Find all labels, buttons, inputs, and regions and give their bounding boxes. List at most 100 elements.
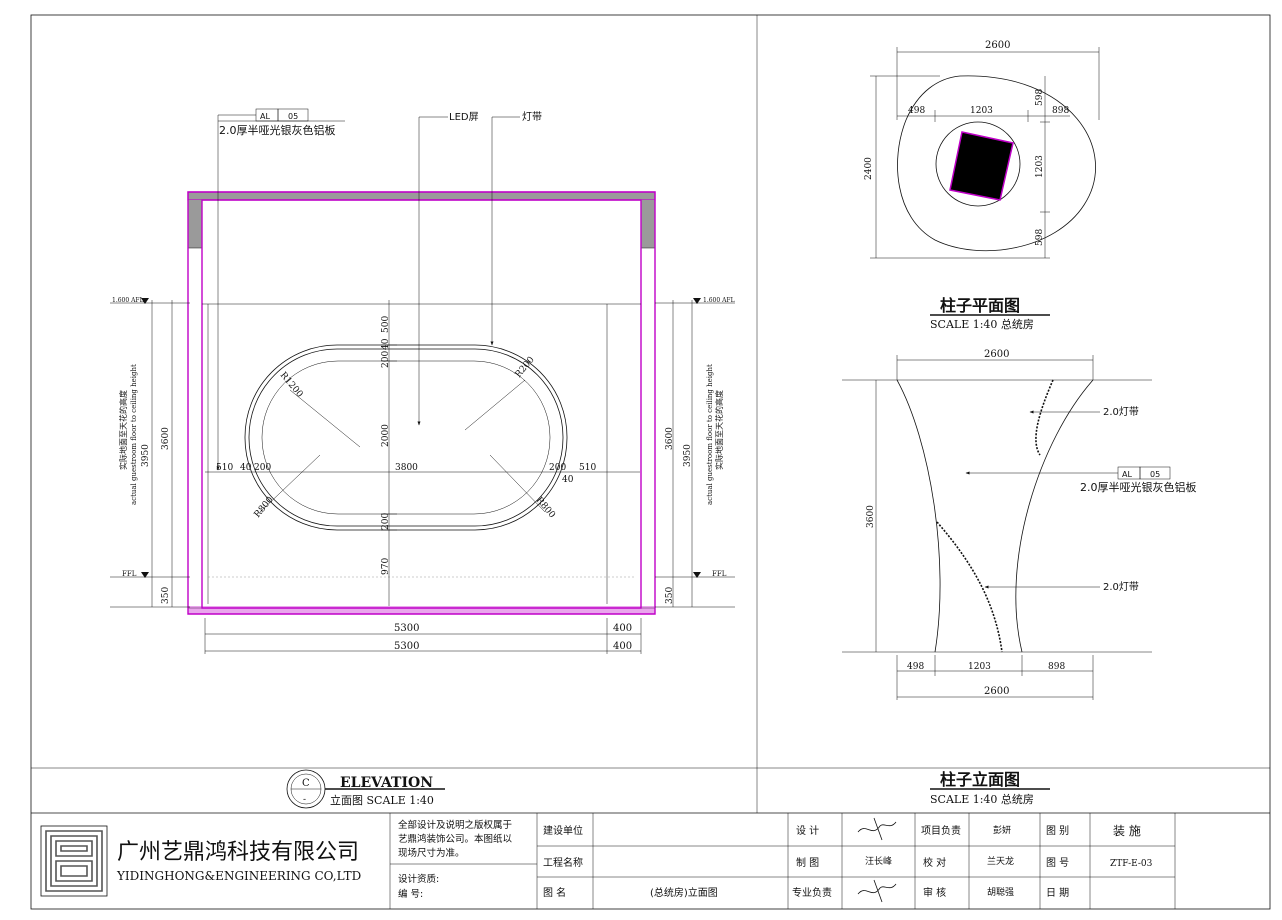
dim-40-left: 40 — [240, 463, 252, 473]
dim-3600-right: 3600 — [665, 427, 675, 450]
dim-510-left: 510 — [216, 463, 233, 473]
plan-dim-1203-v: 1203 — [1035, 155, 1045, 178]
date-label: 日 期 — [1046, 887, 1069, 899]
check-name: 兰天龙 — [987, 855, 1014, 867]
drawing-category: 装 施 — [1113, 824, 1141, 838]
celev-panel-label: 2.0厚半哑光银灰色铝板 — [1080, 480, 1197, 494]
number-label: 图 号 — [1046, 857, 1069, 869]
level-marker-left — [141, 298, 149, 304]
right-wall-hatch — [640, 247, 656, 609]
celev-strip-label-lower: 2.0灯带 — [1103, 581, 1139, 593]
title-block: 广州艺鼎鸿科技有限公司 YIDINGHONG&ENGINEERING CO,LT… — [40, 813, 1176, 909]
notice-line-3: 现场尺寸为准。 — [398, 847, 465, 859]
radius-leader-br — [489, 454, 546, 513]
strip-leader — [490, 116, 520, 346]
celev-dim-2600-bottom: 2600 — [984, 686, 1009, 697]
ceiling-left-drop — [188, 200, 202, 248]
led-frame-inner — [248, 348, 564, 527]
level-top-right: 1.600 AFL — [703, 297, 735, 304]
drawing-name: (总统房)立面图 — [650, 886, 718, 899]
panel-leader — [216, 114, 256, 471]
radius-r800-left: R800 — [253, 495, 276, 520]
plan-dim-498: 498 — [908, 106, 925, 116]
design-label: 设 计 — [796, 824, 819, 837]
column-plan-view: 2600 498 1203 898 2400 598 1203 598 柱子平面… — [864, 40, 1100, 331]
dim-5300-a: 5300 — [394, 623, 419, 634]
celev-dim-1203: 1203 — [968, 662, 991, 672]
project-name-label: 工程名称 — [543, 856, 583, 869]
dim-200-right: 200 — [549, 463, 566, 473]
column-core-square — [949, 131, 1014, 201]
radius-r1200: R1200 — [278, 371, 305, 400]
radius-leader-bl — [259, 454, 321, 513]
room-inner-outline — [201, 199, 642, 609]
designer-signature — [857, 817, 897, 841]
light-strip-upper — [1035, 379, 1054, 456]
dim-200-top: 200 — [381, 351, 391, 368]
plan-subtitle: SCALE 1:40 总统房 — [930, 317, 1034, 331]
ffl-right: FFL — [712, 570, 727, 578]
floor-band — [188, 606, 655, 614]
column-right-edge — [1015, 379, 1094, 653]
height-note-en-right: actual guestroom floor to ceiling height — [706, 364, 714, 505]
column-elevation-view: 2600 3600 498 1203 898 2600 2.0灯带 2.0灯带 … — [842, 349, 1197, 806]
sheet-border — [30, 14, 1271, 910]
elevation-subtitle: 立面图 SCALE 1:40 — [330, 793, 434, 807]
led-screen-edge — [261, 360, 551, 515]
column-left-edge — [896, 379, 941, 653]
left-wall-hatch — [187, 247, 203, 609]
category-label: 图 别 — [1046, 825, 1069, 837]
celev-subtitle: SCALE 1:40 总统房 — [930, 792, 1034, 806]
dim-40-right: 40 — [562, 475, 574, 485]
notice-line-2: 艺鼎鸿装饰公司。本图纸以 — [398, 833, 513, 845]
drafter-name: 汪长峰 — [865, 855, 892, 867]
elevation-view: AL 05 2.0厚半哑光银灰色铝板 LED屏 灯带 500 200 40 20… — [110, 108, 735, 809]
celev-dim-898: 898 — [1048, 662, 1065, 672]
dim-2000: 2000 — [381, 424, 391, 447]
company-logo — [40, 825, 108, 897]
plan-dim-1203: 1203 — [970, 106, 993, 116]
project-lead-name: 彭妍 — [993, 824, 1011, 836]
ceiling-right-drop — [641, 200, 655, 248]
height-note-cn-right: 实际地面至天花的高度 — [714, 390, 724, 470]
radius-leader-tr — [464, 379, 526, 431]
company-name-cn: 广州艺鼎鸿科技有限公司 — [117, 840, 359, 865]
celev-title: 柱子立面图 — [940, 770, 1020, 789]
plan-dim-898: 898 — [1052, 106, 1069, 116]
dim-200-left: 200 — [254, 463, 271, 473]
column-plan-outline — [897, 75, 1096, 252]
section-marker-letter: C — [302, 778, 310, 789]
celev-dim-2600-top: 2600 — [984, 349, 1009, 360]
dim-40-top: 40 — [381, 338, 391, 350]
plan-dim-2400: 2400 — [864, 157, 874, 180]
led-label: LED屏 — [449, 111, 479, 123]
light-strip-lower — [936, 521, 1003, 653]
panel-material-label: 2.0厚半哑光银灰色铝板 — [219, 123, 336, 137]
dim-350-left: 350 — [161, 587, 171, 604]
dim-400-b: 400 — [613, 641, 632, 652]
dim-500: 500 — [381, 316, 391, 333]
led-leader — [417, 116, 448, 426]
ffl-left: FFL — [122, 570, 137, 578]
radius-r800-right: R800 — [534, 496, 557, 521]
drawing-name-label: 图 名 — [543, 886, 566, 899]
celev-al-tag: AL — [1122, 470, 1132, 479]
dim-510-right: 510 — [579, 463, 596, 473]
dim-3800: 3800 — [395, 463, 418, 473]
serial-label: 编 号: — [398, 888, 423, 900]
radius-leader-tl — [289, 389, 361, 448]
room-outline — [187, 191, 656, 615]
celev-strip-label-upper: 2.0灯带 — [1103, 406, 1139, 418]
ceiling-band — [187, 191, 656, 201]
project-lead-label: 项目负责 — [921, 824, 961, 837]
dim-970: 970 — [381, 558, 391, 575]
celev-al-code: 05 — [1150, 470, 1160, 479]
plan-dim-598-bottom: 598 — [1035, 229, 1045, 246]
review-name: 胡聪强 — [987, 886, 1014, 898]
dim-3600-left: 3600 — [161, 427, 171, 450]
drawing-number: ZTF-E-03 — [1110, 859, 1153, 869]
qualification-label: 设计资质: — [398, 873, 439, 885]
elevation-title: ELEVATION — [340, 775, 433, 791]
celev-dim-498: 498 — [907, 662, 924, 672]
